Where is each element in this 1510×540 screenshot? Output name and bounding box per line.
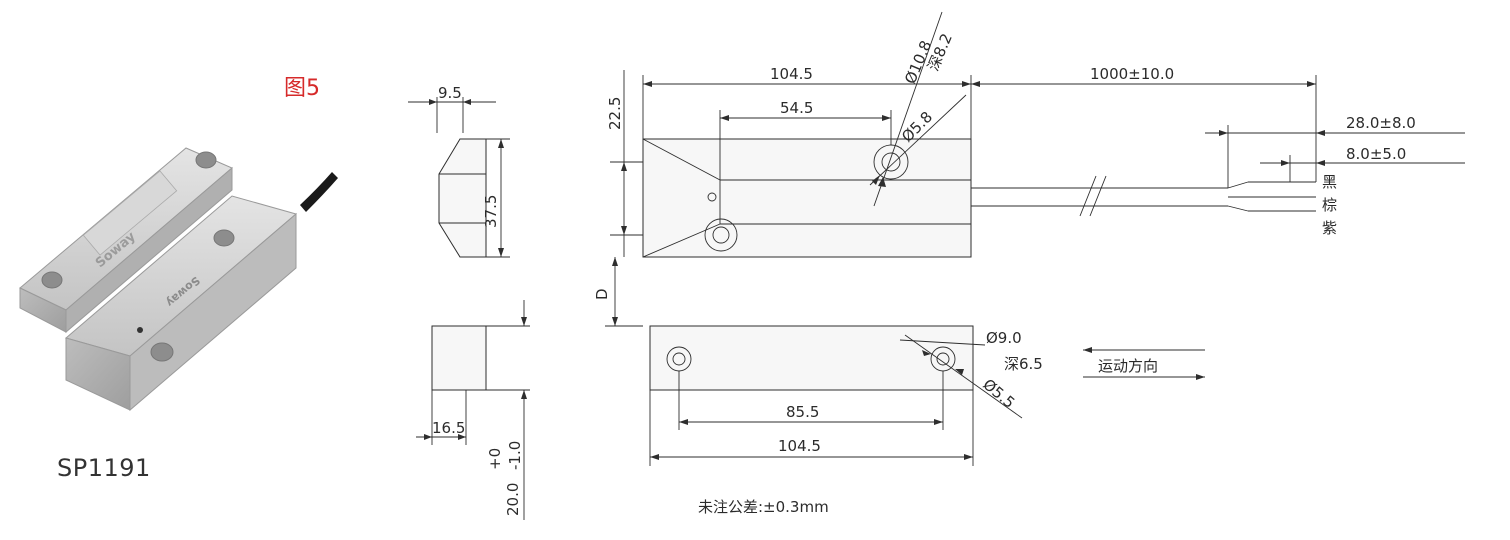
figure-label: 图5	[284, 76, 320, 101]
dim-hole-spacing: 85.5	[786, 403, 819, 421]
dim-hole-bottom: Ø5.5	[979, 375, 1018, 412]
dim-gap: D	[593, 288, 611, 300]
motion-direction: 运动方向	[1083, 347, 1205, 380]
magnet-body-bottom	[649, 325, 974, 391]
end-view: 16.5 20.0 +0 -1.0	[416, 300, 530, 520]
dim-hole-offset-top: 54.5	[780, 99, 813, 117]
tol-minus: -1.0	[506, 441, 524, 470]
motion-label: 运动方向	[1098, 357, 1158, 375]
cable-illustration	[300, 172, 338, 212]
dim-total-length-bottom: 104.5	[778, 437, 821, 455]
dim-strip-inner: 8.0±5.0	[1346, 145, 1406, 163]
model-label: SP1191	[57, 454, 151, 482]
side-view: 9.5 37.5	[408, 84, 510, 258]
wire-brown: 棕	[1322, 196, 1337, 214]
gap-dimension: D	[593, 257, 643, 327]
side-view-profile	[438, 138, 487, 258]
dim-counterbore-bottom: Ø9.0	[986, 329, 1022, 347]
end-view-profile	[431, 325, 487, 391]
sensor-body-top	[642, 138, 972, 258]
dim-strip-outer: 28.0±8.0	[1346, 114, 1416, 132]
top-main-view: 104.5 54.5 22.5 1000±10.0 28.0±8.0 8.0±5…	[606, 11, 1465, 258]
dim-top-offset: 22.5	[606, 97, 624, 130]
dim-depth-bottom: 深6.5	[1004, 355, 1043, 373]
wire-black: 黑	[1322, 173, 1337, 191]
dim-total-length-top: 104.5	[770, 65, 813, 83]
tol-plus: +0	[486, 448, 504, 470]
dim-end-height: 20.0	[504, 483, 522, 516]
bottom-main-view: Ø9.0 深6.5 Ø5.5 85.5 104.5	[649, 325, 1043, 466]
product-photo: Soway Soway	[19, 147, 338, 412]
dim-side-width: 9.5	[438, 84, 462, 102]
dim-side-height: 37.5	[482, 195, 500, 228]
wire-purple: 紫	[1322, 219, 1337, 237]
tolerance-note: 未注公差:±0.3mm	[698, 498, 829, 516]
dim-end-width: 16.5	[432, 419, 465, 437]
dim-cable-length: 1000±10.0	[1090, 65, 1174, 83]
